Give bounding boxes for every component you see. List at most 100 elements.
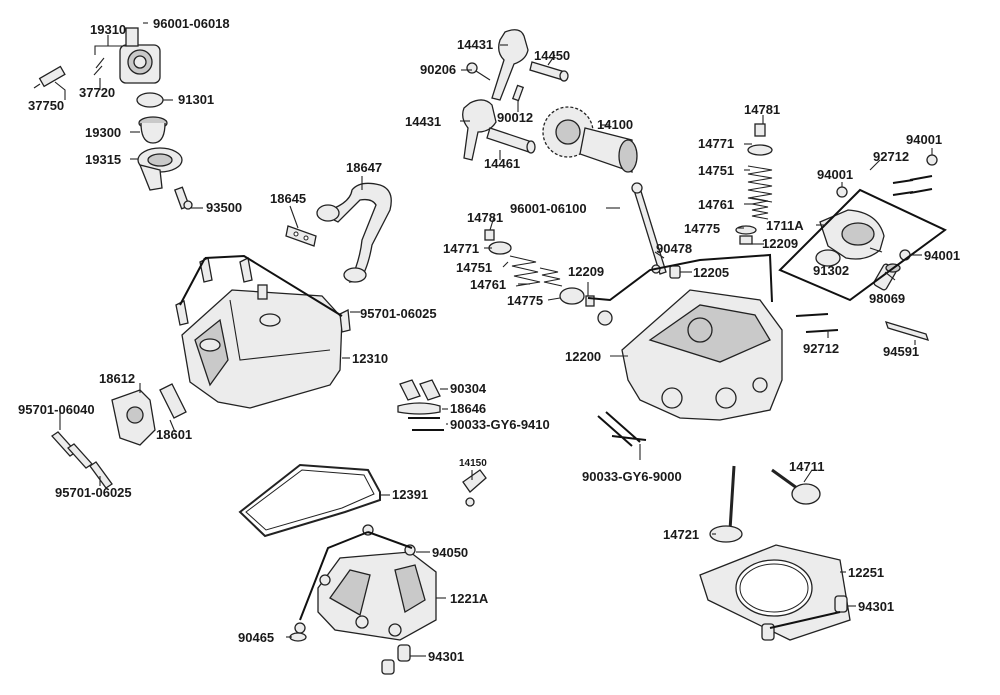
tensioner-bolts — [51, 431, 113, 489]
small-bolt — [93, 57, 105, 76]
cylinder-head-cover — [181, 289, 343, 409]
o-ring — [136, 92, 164, 108]
label-12310: 12310 — [352, 351, 388, 366]
pipe-gasket — [285, 225, 317, 247]
label-96001-06100: 96001-06100 — [510, 201, 587, 216]
label-94001-side: 94001 — [924, 248, 960, 263]
label-14751-left: 14751 — [456, 260, 492, 275]
rocker-shaft-upper — [529, 61, 569, 82]
label-94001-mid: 94001 — [817, 167, 853, 182]
leader-lines — [54, 22, 933, 657]
label-94001-top: 94001 — [906, 132, 942, 147]
camshaft-holder — [317, 551, 437, 641]
spring-seat-right — [735, 225, 757, 235]
oil-pipe — [316, 182, 392, 283]
cover-gasket — [238, 463, 381, 538]
label-90304: 90304 — [450, 381, 487, 396]
label-18645: 18645 — [270, 191, 306, 206]
cam-chain-tensioner — [111, 389, 156, 446]
callout-bracket-12200 — [587, 253, 773, 303]
label-14781-right: 14781 — [744, 102, 780, 117]
label-14771-left: 14771 — [443, 241, 479, 256]
label-14775-left: 14775 — [507, 293, 543, 308]
label-94050: 94050 — [432, 545, 468, 560]
label-14781-left: 14781 — [467, 210, 503, 225]
label-14761-left: 14761 — [470, 277, 506, 292]
label-93500: 93500 — [206, 200, 242, 215]
long-stud-bolt — [631, 182, 667, 275]
label-37720: 37720 — [79, 85, 115, 100]
spring-retainer-right — [747, 144, 773, 156]
label-12205: 12205 — [693, 265, 729, 280]
intake-valve — [771, 468, 821, 505]
label-14100: 14100 — [597, 117, 633, 132]
cam-holder-nuts — [289, 524, 416, 642]
label-94301-right: 94301 — [858, 599, 894, 614]
head-gasket — [699, 544, 851, 641]
label-14721: 14721 — [663, 527, 699, 542]
label-12391: 12391 — [392, 487, 428, 502]
label-92712-bottom: 92712 — [803, 341, 839, 356]
label-12251: 12251 — [848, 565, 884, 580]
label-14761-right: 14761 — [698, 197, 734, 212]
callout-bracket-intake — [778, 188, 947, 302]
callout-bracket-nuts — [299, 531, 413, 621]
label-98069: 98069 — [869, 291, 905, 306]
adjust-screw — [511, 84, 525, 102]
label-18647: 18647 — [346, 160, 382, 175]
valve-spring-outer-left — [509, 255, 541, 287]
stud-bolts-9410 — [408, 417, 444, 431]
label-92712-top: 92712 — [873, 149, 909, 164]
valve-spring-outer-right — [747, 165, 773, 203]
valve-spring-inner-left — [539, 267, 563, 287]
label-1221A: 1221A — [450, 591, 489, 606]
rocker-shaft-lower — [486, 127, 536, 154]
label-12209-right: 12209 — [762, 236, 798, 251]
label-91301: 91301 — [178, 92, 214, 107]
insulator-stud-bolts — [892, 175, 933, 196]
label-18612: 18612 — [99, 371, 135, 386]
intake-bracket — [884, 321, 930, 341]
label-19315: 19315 — [85, 152, 121, 167]
gasket-18646 — [397, 402, 441, 415]
label-18646: 18646 — [450, 401, 486, 416]
nut-94001-top — [926, 154, 938, 166]
camshaft — [542, 106, 638, 173]
dowel-pins-left — [381, 644, 411, 675]
label-14450: 14450 — [534, 48, 570, 63]
thermostat-housing — [119, 27, 161, 84]
pipe-bolts-90304 — [399, 379, 441, 401]
label-37750: 37750 — [28, 98, 64, 113]
rocker-arm-upper — [491, 29, 529, 101]
nut-94001-mid — [836, 186, 848, 198]
label-19300: 19300 — [85, 125, 121, 140]
label-94301-left: 94301 — [428, 649, 464, 664]
label-90206: 90206 — [420, 62, 456, 77]
label-12209-left: 12209 — [568, 264, 604, 279]
label-94591: 94591 — [883, 344, 919, 359]
label-18601: 18601 — [156, 427, 192, 442]
plug-12205 — [669, 265, 681, 279]
label-14431-top: 14431 — [457, 37, 493, 52]
cylinder-head — [597, 289, 783, 421]
dowel-pins-right — [761, 595, 848, 641]
label-14711: 14711 — [789, 459, 824, 474]
hose-clamp-bolt — [173, 186, 193, 210]
label-14751-right: 14751 — [698, 163, 734, 178]
thermostat — [138, 116, 168, 144]
label-90465: 90465 — [238, 630, 274, 645]
label-14431-bottom: 14431 — [405, 114, 441, 129]
valve-spring-inner-right — [751, 197, 769, 220]
label-12200: 12200 — [565, 349, 601, 364]
label-90033-GY6-9000: 90033-GY6-9000 — [582, 469, 682, 484]
rocker-bolt — [466, 62, 491, 81]
label-14775-right: 14775 — [684, 221, 720, 236]
exhaust-valve — [709, 465, 743, 543]
label-90033-GY6-9410: 90033-GY6-9410 — [450, 417, 550, 432]
spring-retainer-left — [488, 241, 512, 255]
valve-keeper-left — [484, 229, 495, 241]
label-19310: 19310 — [90, 22, 126, 37]
valve-guide-left — [585, 295, 595, 307]
